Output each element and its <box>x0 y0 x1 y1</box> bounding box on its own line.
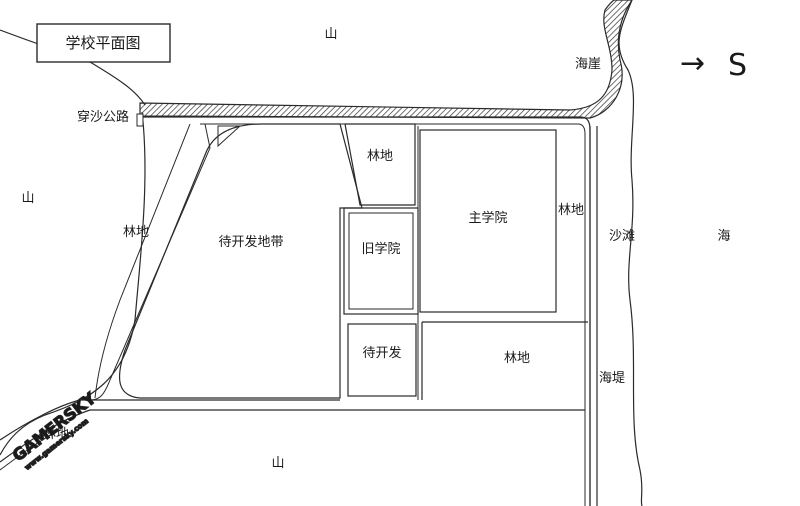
label-old-college: 旧学院 <box>361 241 400 257</box>
label-woodland-corner: 林地 <box>43 427 69 442</box>
label-mountain-bottom: 山 <box>271 456 284 471</box>
seawall <box>589 126 598 506</box>
watermark-main: GAMERSKY <box>9 388 100 465</box>
label-woodland-bottom: 林地 <box>504 351 530 366</box>
label-to-develop: 待开发 <box>362 345 401 361</box>
campus-road-outer <box>140 116 591 506</box>
label-sea: 海 <box>717 229 730 244</box>
sea-cliff-band <box>139 0 633 119</box>
left-road-edge-2 <box>94 123 191 399</box>
woodland-bottom-block <box>421 321 588 400</box>
diagonal-road-inner <box>0 409 585 463</box>
map-title: 学校平面图 <box>65 34 140 52</box>
label-road: 穿沙公路 <box>77 109 129 125</box>
label-woodland-top: 林地 <box>367 149 393 164</box>
label-woodland-left: 林地 <box>123 225 149 240</box>
label-mountain-left: 山 <box>21 191 34 206</box>
label-undeveloped-zone: 待开发地带 <box>218 234 283 250</box>
woodland-top-block <box>344 123 416 206</box>
road-gate <box>136 113 144 127</box>
undeveloped-zone-outline <box>118 123 363 399</box>
main-college-block <box>419 129 557 313</box>
title-box <box>36 23 171 63</box>
compass-arrow: → <box>680 46 705 81</box>
old-college-inner <box>348 212 414 310</box>
label-beach: 沙滩 <box>609 229 635 244</box>
label-seawall: 海堤 <box>599 371 625 386</box>
junction-triangle <box>217 125 242 148</box>
label-sea-cliff: 海崖 <box>575 57 601 72</box>
watermark-logo: GAMERSKY www.gamersky.com <box>8 388 100 473</box>
label-woodland-right: 林地 <box>558 203 584 218</box>
to-develop-block <box>347 323 417 397</box>
diagonal-road-outer <box>0 399 340 441</box>
old-college-outer <box>343 207 419 315</box>
campus-road-inner <box>200 123 586 506</box>
ridge-line-left-inner <box>0 429 61 471</box>
left-road-edge <box>89 123 211 401</box>
ridge-line-left <box>0 111 146 456</box>
label-mountain-top: 山 <box>324 27 337 42</box>
compass-letter: S <box>728 48 747 83</box>
coastline <box>618 0 643 506</box>
label-main-college: 主学院 <box>468 210 507 226</box>
